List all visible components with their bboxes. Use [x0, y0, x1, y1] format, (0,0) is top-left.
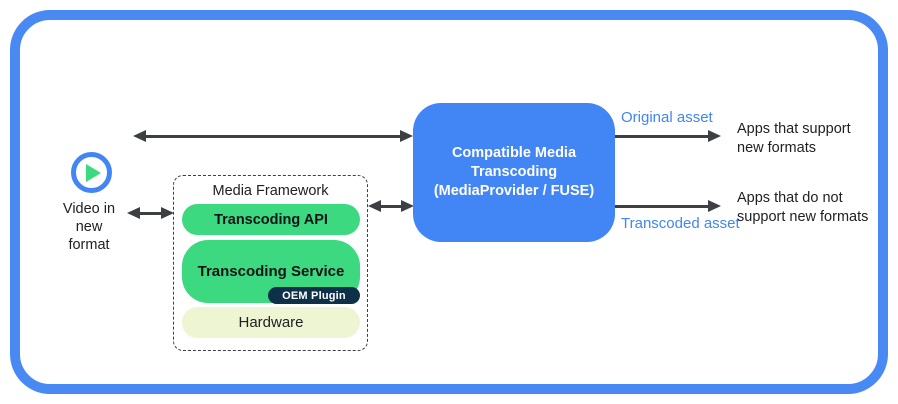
- oem-plugin-pill: OEM Plugin: [268, 287, 360, 304]
- apps-support-label: Apps that support new formats: [737, 121, 851, 156]
- play-icon: [71, 152, 112, 193]
- transcoding-api-label: Transcoding API: [214, 211, 328, 228]
- video-source-label: Video in new format: [62, 201, 116, 253]
- transcoder-box: Compatible Media Transcoding (MediaProvi…: [413, 103, 615, 242]
- arrowhead-left-icon: [133, 130, 146, 142]
- arrowhead-right-icon: [708, 130, 721, 142]
- arrow-shaft: [615, 135, 711, 138]
- original-asset-label: Original asset: [621, 109, 713, 126]
- arrow-video-framework: [127, 207, 174, 219]
- arrowhead-right-icon: [401, 200, 414, 212]
- arrow-transcoded-asset: [615, 200, 721, 212]
- arrowhead-right-icon: [400, 130, 413, 142]
- hardware-pill: Hardware: [182, 307, 360, 338]
- media-framework-title: Media Framework: [212, 183, 329, 199]
- diagram-border: [10, 10, 888, 394]
- apps-not-support-label: Apps that do not support new formats: [737, 190, 869, 225]
- arrow-shaft: [615, 205, 711, 208]
- arrow-source-transcoder: [133, 130, 413, 142]
- arrowhead-left-icon: [368, 200, 381, 212]
- hardware-label: Hardware: [238, 314, 304, 331]
- arrowhead-right-icon: [708, 200, 721, 212]
- transcoded-asset-label: Transcoded asset: [621, 215, 740, 232]
- arrow-shaft: [378, 205, 404, 208]
- oem-plugin-label: OEM Plugin: [282, 289, 346, 302]
- arrowhead-left-icon: [127, 207, 140, 219]
- arrowhead-right-icon: [161, 207, 174, 219]
- arrow-shaft: [137, 212, 164, 215]
- arrow-original-asset: [615, 130, 721, 142]
- arrow-framework-transcoder: [368, 200, 414, 212]
- arrow-shaft: [143, 135, 403, 138]
- transcoder-label: Compatible Media Transcoding (MediaProvi…: [433, 145, 595, 199]
- transcoding-service-label: Transcoding Service: [197, 263, 345, 280]
- transcoding-api-pill: Transcoding API: [182, 204, 360, 235]
- play-triangle-icon: [86, 163, 101, 182]
